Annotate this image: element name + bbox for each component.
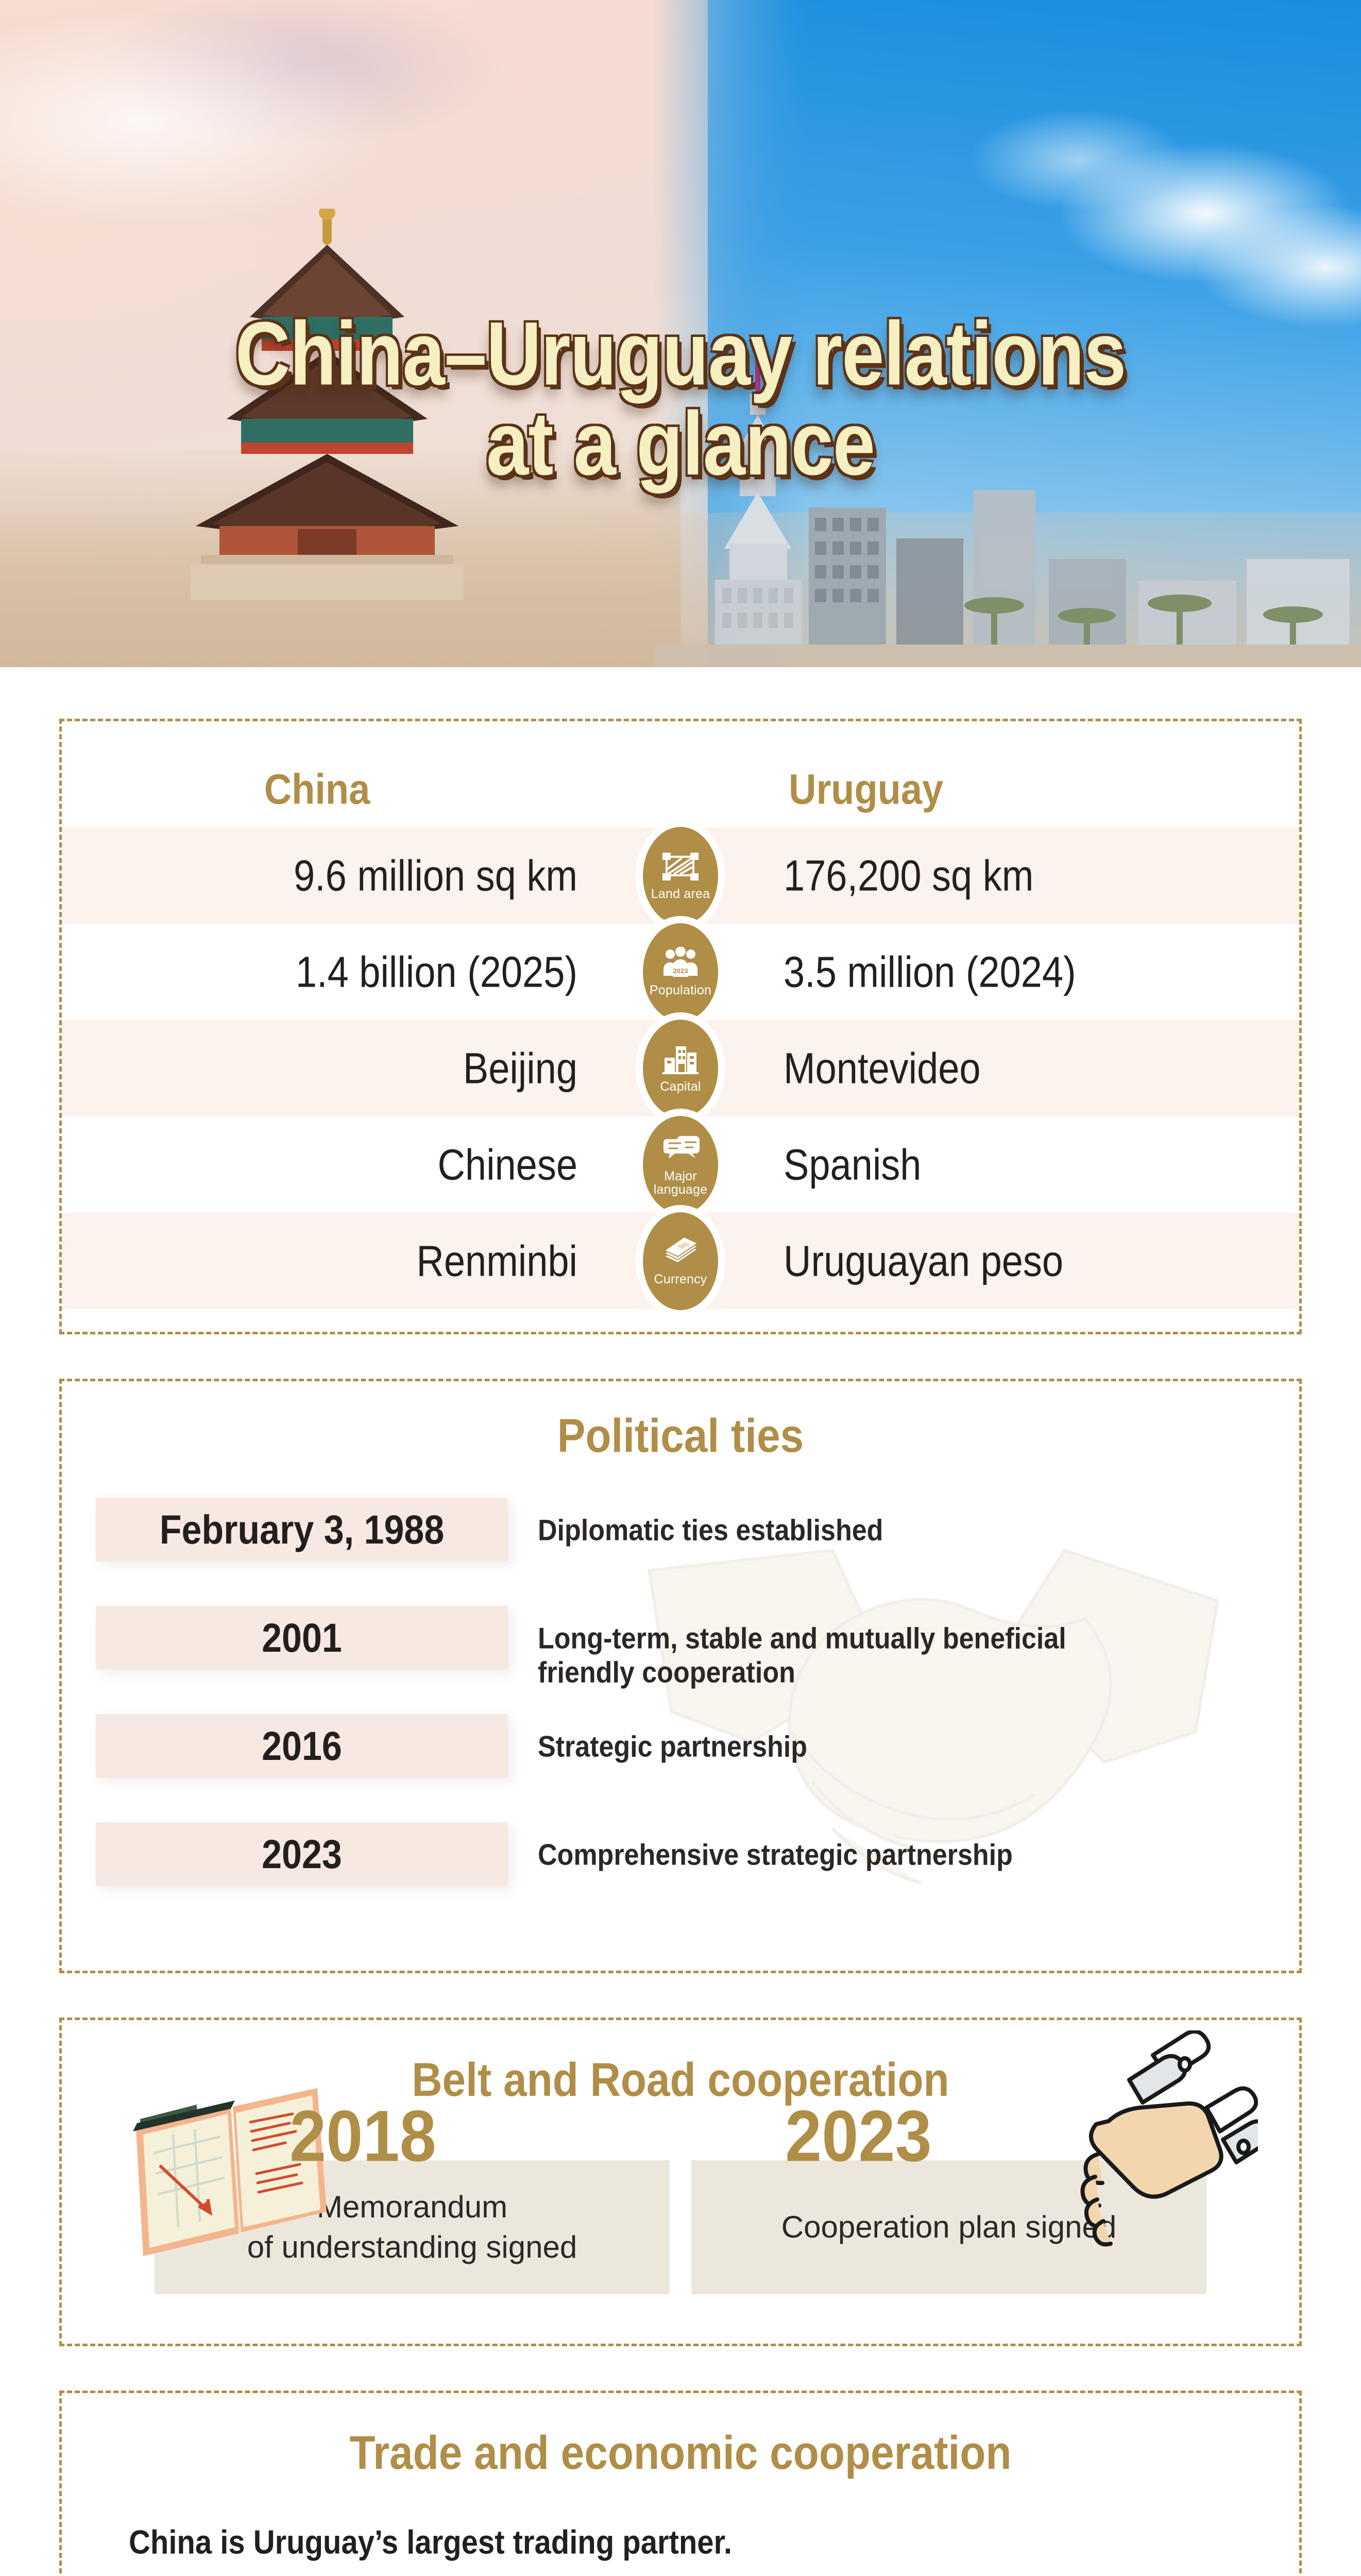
table-row: Chinese Major language Spanish	[62, 1115, 1299, 1214]
land-area-label: Land area	[651, 886, 710, 901]
population-icon: 2023 Population	[643, 923, 718, 1021]
belt-road-card-2018: 2018 Memorandum of understanding signed	[133, 2088, 670, 2294]
cell-uruguay-capital: Montevideo	[784, 1044, 981, 1093]
timeline-description: Comprehensive strategic partnership	[538, 1838, 1013, 1872]
timeline-year: 2001	[262, 1615, 342, 1660]
open-book-icon	[133, 2088, 327, 2256]
timeline-year: February 3, 1988	[159, 1507, 445, 1552]
timeline-year: 2016	[262, 1723, 342, 1769]
language-label: Major language	[653, 1169, 708, 1197]
land-area-icon: Land area	[643, 826, 718, 925]
cell-china-land-area: 9.6 million sq km	[293, 851, 577, 900]
comparison-header-row: China Uruguay	[62, 750, 1299, 827]
timeline-item: 2016 Strategic partnership	[62, 1714, 1299, 1822]
timeline-item: 2023 Comprehensive strategic partnership	[62, 1822, 1299, 1930]
timeline-year-box: 2016	[96, 1714, 508, 1778]
political-ties-panel: Political ties February 3, 1988 Diplomat…	[59, 1379, 1302, 1973]
svg-text:2023: 2023	[673, 967, 688, 975]
currency-glyph	[661, 1236, 700, 1270]
timeline-item: February 3, 1988 Diplomatic ties establi…	[62, 1498, 1299, 1606]
comparison-panel: China Uruguay 9.6 million sq km Land are…	[59, 719, 1302, 1334]
cell-china-language: Chinese	[437, 1140, 577, 1189]
page-title: China–Uruguay relations at a glance	[0, 309, 1361, 489]
section-title-political: Political ties	[557, 1410, 804, 1463]
table-row: 9.6 million sq km Land area 176,200 sq k…	[62, 826, 1299, 925]
temple-of-heaven-icon	[191, 209, 464, 600]
page-title-line-2: at a glance	[486, 394, 875, 494]
land-area-glyph	[661, 851, 700, 885]
timeline-year-box: 2023	[96, 1822, 508, 1886]
cell-china-population: 1.4 billion (2025)	[295, 947, 577, 996]
belt-road-year-2018: 2018	[290, 2095, 436, 2177]
cell-uruguay-language: Spanish	[784, 1140, 922, 1189]
cell-china-capital: Beijing	[463, 1044, 577, 1093]
population-label: Population	[649, 982, 712, 997]
timeline-year-box: February 3, 1988	[96, 1498, 508, 1562]
timeline-description: Strategic partnership	[538, 1730, 808, 1764]
capital-glyph	[661, 1043, 700, 1077]
table-row: Beijing Capital Montevideo	[62, 1019, 1299, 1117]
section-title-belt-road: Belt and Road cooperation	[412, 2054, 949, 2107]
column-header-uruguay: Uruguay	[789, 765, 944, 813]
currency-icon: Currency	[643, 1212, 718, 1310]
montevideo-skyline-photo	[654, 337, 1360, 667]
population-glyph: 2023	[661, 946, 700, 981]
belt-road-text-2023: Cooperation plan signed	[691, 2160, 1206, 2294]
cell-uruguay-population: 3.5 million (2024)	[784, 947, 1076, 996]
currency-label: Currency	[654, 1272, 707, 1286]
section-title-trade: Trade and economic cooperation	[349, 2427, 1012, 2480]
trade-panel: Trade and economic cooperation China is …	[59, 2391, 1302, 2576]
cell-uruguay-land-area: 176,200 sq km	[784, 851, 1034, 900]
table-row: 1.4 billion (2025) 2023 Population 3.5 m…	[62, 923, 1299, 1021]
hero-banner: China–Uruguay relations at a glance	[0, 0, 1361, 667]
belt-road-year-2023: 2023	[785, 2095, 932, 2177]
table-row: Renminbi Currency Uruguayan peso	[62, 1212, 1299, 1310]
timeline-description: Diplomatic ties established	[538, 1514, 883, 1547]
column-header-china: China	[264, 765, 370, 813]
timeline-description: Long-term, stable and mutually beneficia…	[538, 1622, 1066, 1690]
language-glyph	[661, 1133, 700, 1167]
timeline-year: 2023	[262, 1832, 342, 1877]
page-title-line-1: China–Uruguay relations	[235, 303, 1127, 404]
handshake-icon	[1080, 2030, 1258, 2247]
trade-lead-text: China is Uruguay’s largest trading partn…	[129, 2523, 733, 2561]
capital-icon: Capital	[643, 1019, 718, 1117]
belt-road-panel: Belt and Road cooperation	[59, 2018, 1302, 2346]
cell-china-currency: Renminbi	[416, 1236, 577, 1285]
cell-uruguay-currency: Uruguayan peso	[784, 1236, 1064, 1285]
capital-label: Capital	[660, 1079, 701, 1094]
timeline-item: 2001 Long-term, stable and mutually bene…	[62, 1606, 1299, 1714]
belt-road-card-2023: 2023	[691, 2030, 1258, 2294]
language-icon: Major language	[643, 1115, 718, 1214]
belt-road-text-2018-l1: Memorandum of understanding signed	[247, 2190, 577, 2264]
timeline-year-box: 2001	[96, 1606, 508, 1670]
